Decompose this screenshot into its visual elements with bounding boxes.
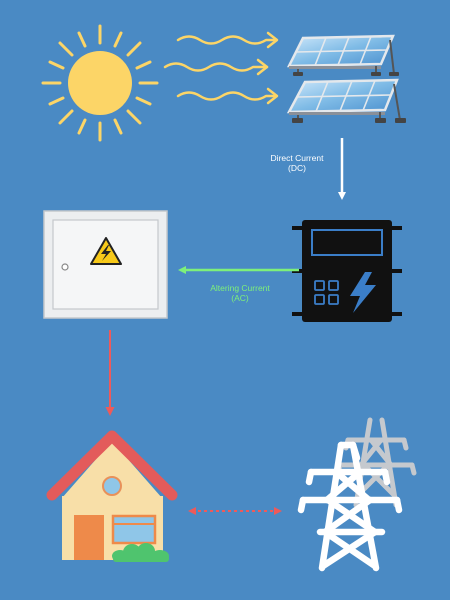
alternating-current-label: Altering Current (AC) (210, 283, 270, 303)
direct-current-label: Direct Current (DC) (270, 153, 324, 173)
solar-panel-icon (286, 78, 406, 123)
sun-icon (41, 24, 159, 142)
high-voltage-icon (90, 237, 122, 265)
sunlight-rays-icon (163, 31, 279, 105)
inverter-icon (292, 220, 402, 322)
electrical-panel-icon (43, 210, 168, 319)
house-icon (46, 430, 178, 562)
transmission-tower-icon (335, 417, 417, 508)
transmission-tower-icon (297, 441, 403, 572)
solar-panel-icon (286, 34, 399, 76)
